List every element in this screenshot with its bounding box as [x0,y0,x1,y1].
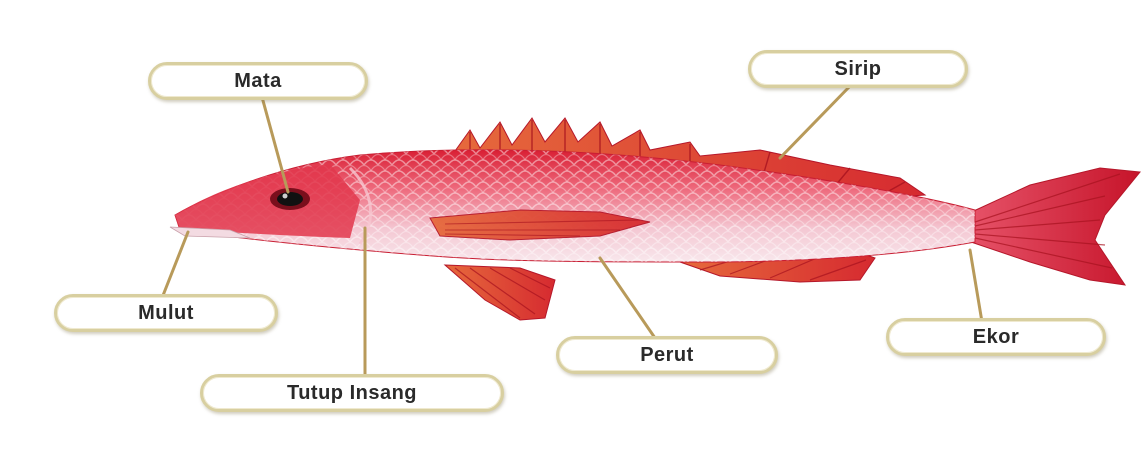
leader-line-ekor [970,250,982,322]
label-mata: Mata [148,62,368,100]
label-ekor: Ekor [886,318,1106,356]
tail-fin [965,168,1140,285]
leader-line-sirip [780,84,852,158]
leader-line-mulut [162,232,188,298]
pelvic-fin [445,265,555,320]
label-mulut: Mulut [54,294,278,332]
label-sirip-text: Sirip [835,58,882,81]
label-mata-text: Mata [234,70,282,93]
label-perut: Perut [556,336,778,374]
leader-line-perut [600,258,655,338]
label-ekor-text: Ekor [973,326,1019,349]
fish-eye [270,188,310,210]
label-sirip: Sirip [748,50,968,88]
label-tutup-insang: Tutup Insang [200,374,504,412]
label-tutup-insang-text: Tutup Insang [287,382,417,405]
label-mulut-text: Mulut [138,302,194,325]
label-perut-text: Perut [640,344,694,367]
